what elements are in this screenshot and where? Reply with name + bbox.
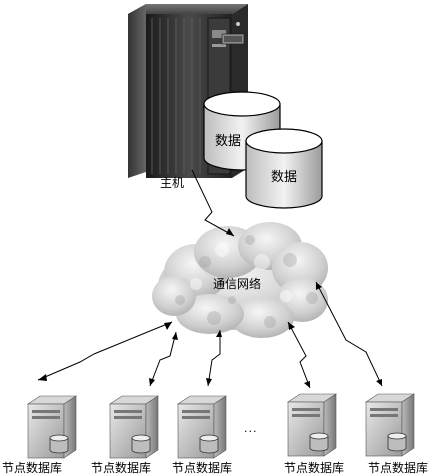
node-server-icon <box>27 395 77 459</box>
node-server-icon <box>177 395 227 459</box>
link-node-1 <box>37 321 173 381</box>
link-node-2 <box>149 331 177 387</box>
ellipsis-label: ··· <box>244 425 258 438</box>
network-cloud-icon <box>152 222 328 338</box>
node-label: 节点数据库 <box>172 461 233 475</box>
link-node-4 <box>287 321 311 389</box>
network-label: 通信网络 <box>213 277 262 291</box>
node-label: 节点数据库 <box>284 461 345 475</box>
node-server-icon <box>365 393 415 457</box>
node-server-icon <box>109 395 159 459</box>
database-cylinder-icon <box>245 128 323 209</box>
node-label: 节点数据库 <box>368 461 429 475</box>
database-label: 数据 <box>215 134 242 149</box>
link-node-3 <box>207 330 221 387</box>
link-node-5 <box>315 281 383 387</box>
link-arrowheads <box>38 228 382 388</box>
network-links <box>37 169 383 389</box>
node-label: 节点数据库 <box>91 461 152 475</box>
link-host-to-network <box>191 169 235 237</box>
node-label: 节点数据库 <box>2 461 63 475</box>
node-server-icon <box>287 393 337 457</box>
host-label: 主机 <box>160 176 185 190</box>
database-label: 数据 <box>271 170 298 185</box>
